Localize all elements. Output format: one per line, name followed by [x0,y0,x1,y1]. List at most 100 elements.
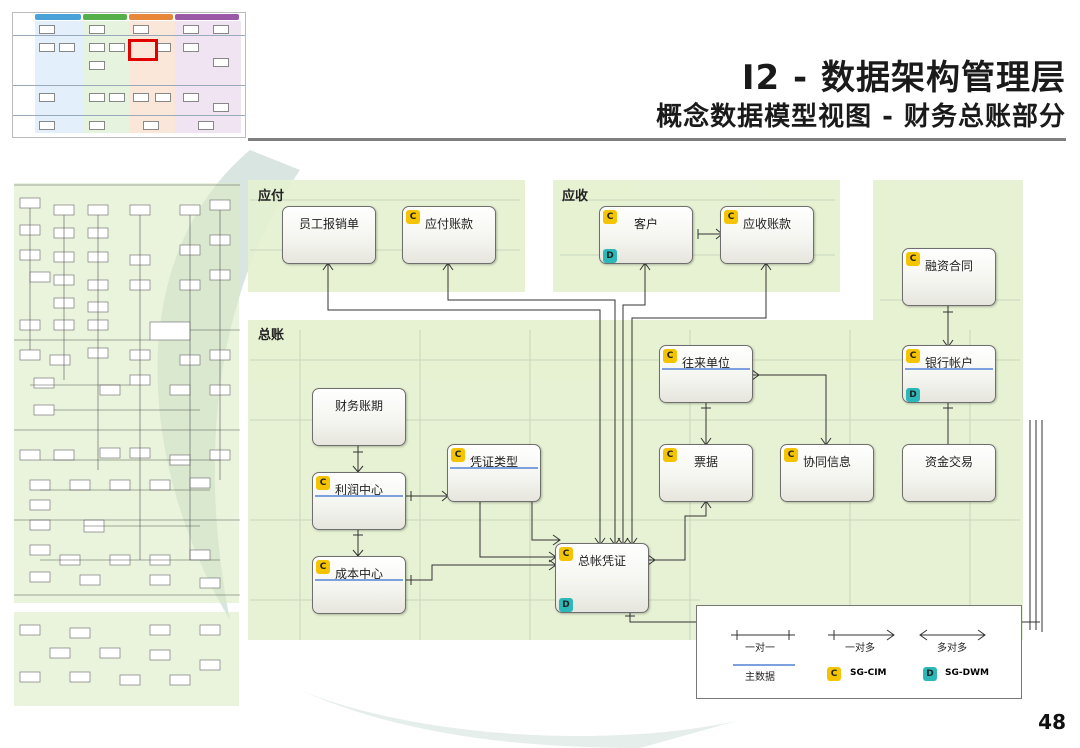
entity-name: 凭证类型 [469,455,518,469]
thumb-block [183,93,199,102]
thumb-block [133,93,149,102]
entity-name: 票据 [693,455,718,469]
thumb-column-green [83,21,129,133]
entity-collaboration-info[interactable]: C 协同信息 [780,444,874,502]
thumb-block [89,25,105,34]
sg-cim-badge: C [784,448,798,462]
link-customer-voucher [622,263,646,545]
sg-dwm-badge: D [906,388,920,402]
master-data-bar [662,368,750,370]
sg-cim-badge: C [316,560,330,574]
area-label-receivable: 应收 [562,189,589,204]
link-payable-voucher [447,263,616,545]
link-vouchertype-voucher-2 [531,501,560,541]
legend-sg-dwm-label: SG-DWM [945,668,989,678]
title-divider [248,138,1066,141]
thumb-column-blue [35,21,83,133]
thumb-block [155,93,171,102]
entity-name: 融资合同 [924,259,973,273]
entity-name: 成本中心 [334,567,383,581]
thumb-block [39,43,55,52]
sg-cim-badge: C [559,547,573,561]
sg-dwm-badge: D [603,249,617,263]
link-cost-voucher [404,564,556,581]
area-label-payable: 应付 [258,189,285,204]
entity-name: 资金交易 [924,455,973,469]
legend-master-data-bar [733,664,795,666]
entity-cost-center[interactable]: C 成本中心 [312,556,406,614]
thumb-row-divider [13,35,245,36]
entity-name: 员工报销单 [298,217,359,231]
link-external-right [1029,420,1043,632]
thumb-row-divider [13,85,245,86]
entity-name: 利润中心 [334,483,383,497]
entity-fund-transaction[interactable]: 资金交易 [902,444,996,502]
legend-one-to-many-line [828,629,895,641]
entity-profit-center[interactable]: C 利润中心 [312,472,406,530]
entity-counterparty[interactable]: C 往来单位 [659,345,753,403]
legend-panel: 一对一 一对多 多对多 主数据 C SG-CIM D SG-DWM [696,605,1022,699]
background-entity-grid [14,183,240,706]
entity-general-voucher[interactable]: C 总帐凭证 D [555,543,649,613]
master-data-bar [905,368,993,370]
legend-sg-cim-badge: C [827,667,841,681]
entity-name: 协同信息 [802,455,851,469]
sg-cim-badge: C [603,210,617,224]
entity-accounts-receivable[interactable]: C 应收账款 [720,206,814,264]
entity-name: 财务账期 [334,399,383,413]
thumb-block [143,121,159,130]
entity-voucher-type[interactable]: C 凭证类型 [447,444,541,502]
legend-master-data-label: 主数据 [745,672,775,683]
sg-cim-badge: C [906,252,920,266]
thumb-block [133,25,149,34]
thumb-block [213,58,229,67]
thumb-header-blue [35,14,81,20]
legend-many-to-many-line [919,629,986,641]
sg-cim-badge: C [906,349,920,363]
link-receivable-voucher [631,263,767,545]
entity-name: 银行帐户 [924,356,973,370]
entity-bank-account[interactable]: C 银行帐户 D [902,345,996,403]
thumb-block [89,61,105,70]
thumbnail-overview-map [12,12,246,138]
master-data-bar [315,495,403,497]
legend-many-to-many-label: 多对多 [937,643,967,654]
thumb-block [39,121,55,130]
entity-name: 往来单位 [681,356,730,370]
entity-financing-contract[interactable]: C 融资合同 [902,248,996,306]
entity-fiscal-period[interactable]: 财务账期 [312,388,406,446]
thumb-header-green [83,14,127,20]
relationship-lines [327,233,1043,632]
sg-cim-badge: C [663,448,677,462]
legend-sg-cim-label: SG-CIM [850,668,887,678]
sg-cim-badge: C [406,210,420,224]
thumb-block [109,43,125,52]
entity-bill[interactable]: C 票据 [659,444,753,502]
master-data-bar [450,467,538,469]
thumb-block [213,25,229,34]
legend-one-to-one-label: 一对一 [745,643,775,654]
thumb-block [89,43,105,52]
entity-employee-reimbursement[interactable]: 员工报销单 [282,206,376,264]
thumb-header-orange [129,14,173,20]
legend-one-to-many-label: 一对多 [845,643,875,654]
link-employee-reimbursement-voucher [327,263,601,545]
sg-cim-badge: C [724,210,738,224]
thumb-current-section-highlight [128,39,158,61]
thumb-block [213,103,229,112]
page-title: I2 - 数据架构管理层 [741,58,1066,98]
thumb-block [89,121,105,130]
link-vouchertype-voucher [479,501,556,558]
page-number: 48 [1038,710,1066,734]
thumb-block [59,43,75,52]
thumb-column-purple [175,21,241,133]
sg-cim-badge: C [663,349,677,363]
entity-name: 总帐凭证 [577,554,626,568]
sg-dwm-badge: D [559,598,573,612]
link-counterparty-collab [752,374,827,445]
entity-customer[interactable]: C 客户 D [599,206,693,264]
master-data-bar [315,579,403,581]
entity-accounts-payable[interactable]: C 应付账款 [402,206,496,264]
link-bill-voucher [648,501,707,561]
entity-name: 客户 [633,217,658,231]
